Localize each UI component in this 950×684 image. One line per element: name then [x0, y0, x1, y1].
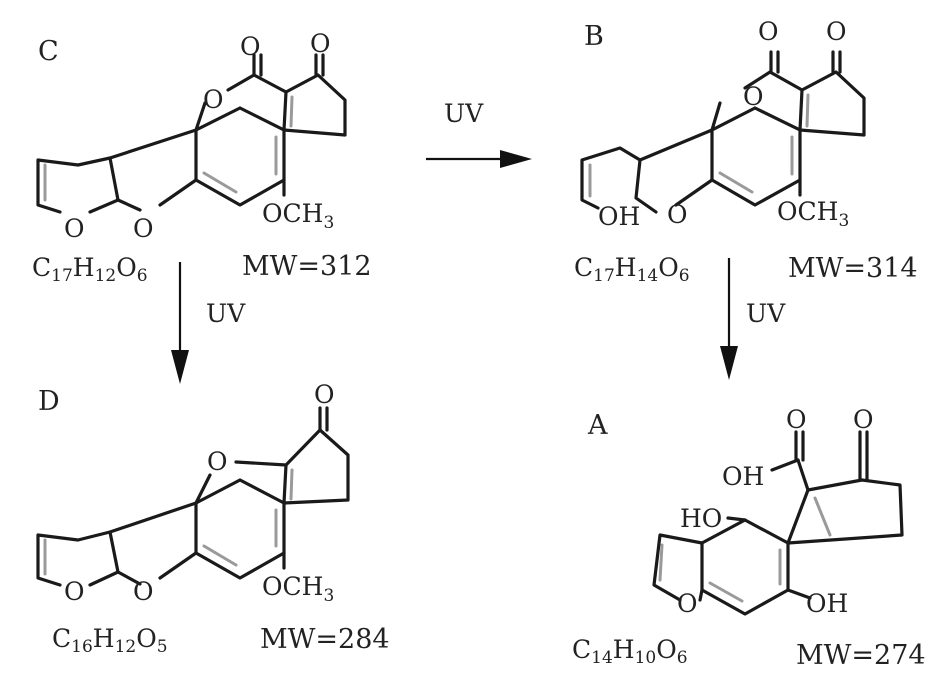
- compound-a-structure: [652, 430, 904, 616]
- compound-a-mw: MW=274: [796, 640, 926, 671]
- compound-a-label: A: [587, 410, 608, 441]
- compound-b-mw: MW=314: [788, 253, 918, 284]
- compound-a-formula: C14H10O6: [572, 635, 688, 668]
- compound-d: D O O O O OCH3 C16H12O5 MW=284: [36, 380, 390, 657]
- compound-b-structure: [580, 50, 866, 214]
- compound-c-methoxy: OCH3: [262, 199, 334, 233]
- compound-a-atom: O: [786, 405, 807, 434]
- compound-c-atom: O: [133, 214, 154, 243]
- arrow-c-to-d: UV: [171, 262, 246, 384]
- compound-b-atom: OH: [598, 202, 640, 231]
- compound-b-atom: O: [667, 200, 688, 229]
- compound-c-atom: O: [310, 29, 331, 58]
- compound-c-atom: O: [203, 85, 224, 114]
- compound-c-atom: O: [64, 214, 85, 243]
- compound-a-atom: OH: [806, 589, 848, 618]
- compound-b: B O O O OH O OCH3 C17H14O6 MW=314: [574, 17, 918, 286]
- compound-b-atom: O: [758, 17, 779, 46]
- compound-c-label: C: [38, 36, 59, 67]
- compound-c-structure: [36, 53, 347, 214]
- compound-d-formula: C16H12O5: [52, 624, 168, 657]
- compound-a-atom: O: [853, 405, 874, 434]
- compound-b-formula: C17H14O6: [574, 253, 690, 286]
- arrow-b-to-a: UV: [720, 258, 786, 380]
- compound-a-atom: OH: [722, 462, 764, 491]
- compound-c-formula: C17H12O6: [32, 253, 148, 286]
- compound-d-atom: O: [314, 380, 335, 409]
- arrow-c-to-b: UV: [426, 99, 532, 168]
- compound-c: C O O O O O: [32, 29, 372, 286]
- compound-b-methoxy: OCH3: [777, 197, 849, 231]
- compound-d-atom: O: [64, 577, 85, 606]
- arrow-c-to-b-label: UV: [444, 99, 484, 128]
- compound-d-atom: O: [133, 577, 154, 606]
- compound-d-methoxy: OCH3: [262, 572, 334, 606]
- compound-d-mw: MW=284: [260, 624, 390, 655]
- compound-a: A O O OH HO O OH: [572, 405, 926, 671]
- compound-c-mw: MW=312: [242, 251, 372, 282]
- compound-c-atom: O: [240, 32, 261, 61]
- compound-d-label: D: [38, 386, 60, 417]
- compound-a-atom: HO: [680, 504, 722, 533]
- compound-b-atom: O: [743, 82, 764, 111]
- compound-b-atom: O: [826, 17, 847, 46]
- arrow-c-to-d-label: UV: [206, 299, 246, 328]
- compound-b-label: B: [584, 21, 604, 52]
- compound-a-atom: O: [677, 589, 698, 618]
- arrow-b-to-a-label: UV: [746, 299, 786, 328]
- compound-d-atom: O: [207, 447, 228, 476]
- compound-d-structure: [36, 406, 350, 587]
